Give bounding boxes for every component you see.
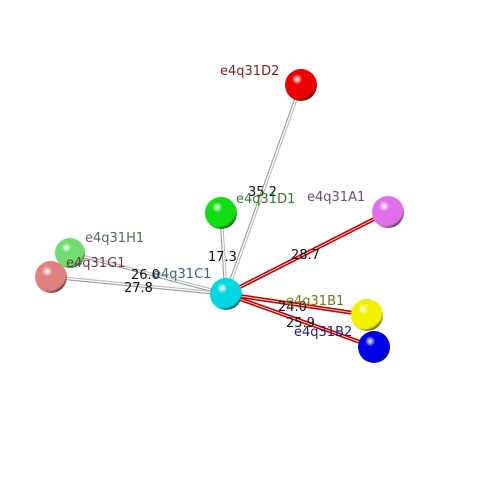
node-e4q31B1-sphere[interactable] xyxy=(351,299,383,331)
edge-line xyxy=(50,277,226,296)
node-e4q31B2-label: e4q31B2 xyxy=(294,325,352,340)
edge-value-label: 27.8 xyxy=(124,281,153,296)
edge-value-label: 26.0 xyxy=(131,268,160,283)
edge-value-label: 25.9 xyxy=(286,316,315,331)
labels-layer: 35.2 17.3 28.7 26.027.8 24.025.9 e4q31C1 e4q31… xyxy=(66,64,365,340)
edge-e4q31C1-e4q31G1 xyxy=(50,275,227,296)
edge-e4q31C1-e4q31D2 xyxy=(224,84,303,295)
edge-e4q31C1-e4q31A1 xyxy=(225,210,389,296)
node-e4q31H1-label: e4q31H1 xyxy=(85,231,144,246)
edge-line xyxy=(226,85,303,295)
edge-line xyxy=(69,253,226,296)
node-e4q31D1-label: e4q31D1 xyxy=(236,192,295,207)
edge-line xyxy=(225,294,367,317)
edge-e4q31C1-e4q31H1 xyxy=(69,251,227,296)
edge-value-label: 24.0 xyxy=(278,300,307,315)
node-e4q31D2-sphere[interactable] xyxy=(285,69,317,101)
node-e4q31G1-label: e4q31G1 xyxy=(66,256,125,271)
edge-line xyxy=(225,210,388,294)
node-e4q31A1-sphere[interactable] xyxy=(372,196,404,228)
node-e4q31H1-sphere[interactable] xyxy=(55,238,85,268)
node-e4q31A1-label: e4q31A1 xyxy=(307,190,365,205)
edge-line xyxy=(70,251,227,294)
node-e4q31C1-label: e4q31C1 xyxy=(153,267,211,282)
node-e4q31B2-sphere[interactable] xyxy=(358,331,390,363)
edge-e4q31C1-e4q31B1 xyxy=(225,292,368,317)
node-e4q31D1-sphere[interactable] xyxy=(205,197,237,229)
edge-line xyxy=(226,292,375,347)
node-e4q31G1-sphere[interactable] xyxy=(35,261,67,293)
edge-value-label: 35.2 xyxy=(248,185,277,200)
edges-layer xyxy=(50,84,389,349)
nodes-layer xyxy=(35,69,404,363)
edge-e4q31C1-e4q31B2 xyxy=(225,292,375,349)
edge-line xyxy=(226,292,368,315)
node-e4q31C1-sphere[interactable] xyxy=(210,278,242,310)
edge-line xyxy=(226,212,389,296)
node-e4q31B1-label: e4q31B1 xyxy=(286,294,344,309)
edge-line xyxy=(51,275,227,294)
edge-line xyxy=(225,294,374,349)
edge-value-label: 28.7 xyxy=(291,248,320,263)
edge-line xyxy=(224,84,301,294)
node-e4q31D2-label: e4q31D2 xyxy=(220,64,279,79)
edge-value-label: 17.3 xyxy=(208,250,237,265)
